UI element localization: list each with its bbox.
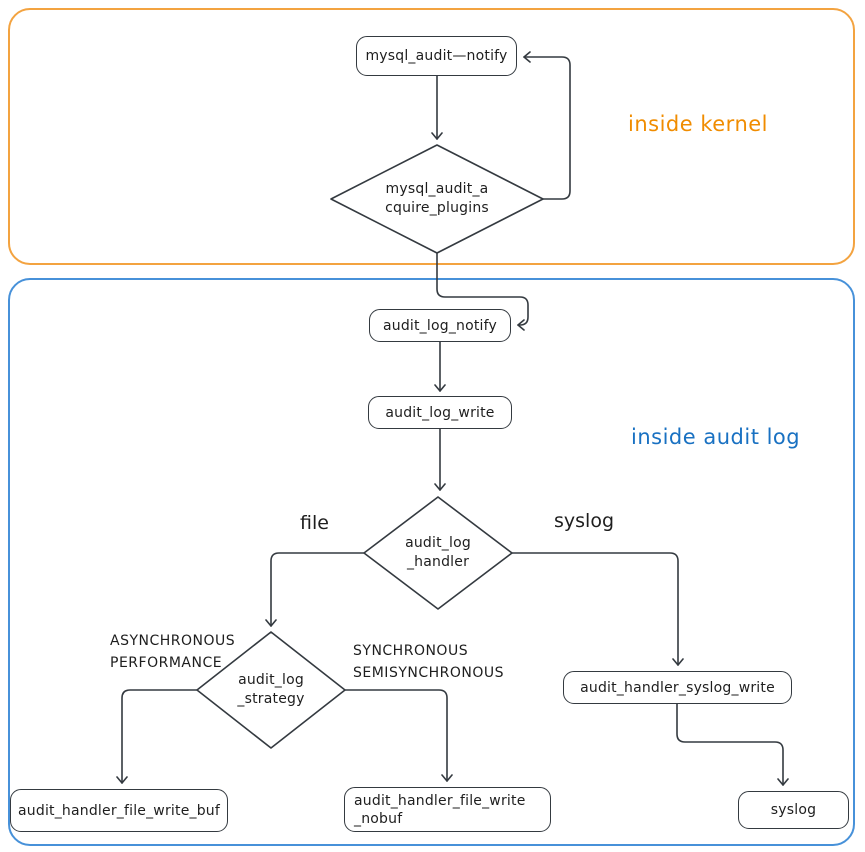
node-syslog-label: syslog bbox=[770, 802, 817, 818]
edge-handler-to-syslog-write bbox=[511, 552, 684, 666]
node-audit-handler-file-write-nobuf-line1: audit_handler_file_write bbox=[354, 792, 526, 809]
node-audit-log-handler-line1: audit_log bbox=[405, 535, 471, 551]
edge-label-performance: PERFORMANCE bbox=[110, 655, 223, 671]
edge-label-asynchronous: ASYNCHRONOUS bbox=[110, 633, 236, 649]
node-audit-handler-file-write-nobuf: audit_handler_file_write _nobuf bbox=[344, 787, 551, 832]
edge-acquire-to-audit-log-notify bbox=[436, 252, 529, 331]
node-mysql-audit-acquire-plugins: mysql_audit_a cquire_plugins bbox=[337, 160, 537, 238]
node-mysql-audit-notify-label: mysql_audit—notify bbox=[365, 48, 508, 64]
edge-handler-to-strategy-file bbox=[265, 552, 365, 627]
region-inside-audit-log bbox=[8, 278, 855, 846]
node-audit-handler-syslog-write: audit_handler_syslog_write bbox=[563, 671, 792, 704]
node-audit-log-write: audit_log_write bbox=[368, 396, 512, 429]
node-syslog: syslog bbox=[738, 791, 849, 829]
node-audit-handler-file-write-buf: audit_handler_file_write_buf bbox=[10, 789, 228, 832]
edge-label-synchronous-semisynchronous: SYNCHRONOUS SEMISYNCHRONOUS bbox=[353, 640, 504, 684]
node-audit-log-notify: audit_log_notify bbox=[369, 309, 511, 342]
edge-label-synchronous: SYNCHRONOUS bbox=[353, 643, 469, 659]
region-inside-kernel bbox=[8, 8, 855, 265]
region-label-inside-kernel: inside kernel bbox=[628, 112, 769, 136]
node-audit-log-notify-label: audit_log_notify bbox=[382, 317, 498, 334]
node-mysql-audit-acquire-plugins-line2: cquire_plugins bbox=[385, 200, 489, 216]
edge-acquire-loop-to-mysql-notify bbox=[523, 51, 571, 200]
node-audit-log-strategy-line2: _strategy bbox=[237, 691, 305, 707]
node-audit-log-handler-shape bbox=[363, 496, 513, 610]
node-audit-log-strategy-shape bbox=[196, 631, 346, 749]
edge-strategy-to-file-write-buf bbox=[116, 689, 198, 784]
edge-label-file: file bbox=[300, 512, 329, 534]
edge-strategy-to-file-write-nobuf bbox=[344, 689, 453, 782]
edge-label-syslog: syslog bbox=[554, 510, 615, 532]
node-mysql-audit-notify: mysql_audit—notify bbox=[356, 36, 517, 76]
node-audit-log-strategy-line1: audit_log bbox=[238, 672, 304, 688]
node-audit-handler-syslog-write-label: audit_handler_syslog_write bbox=[580, 679, 775, 696]
node-mysql-audit-acquire-plugins-line1: mysql_audit_a bbox=[385, 181, 489, 197]
edge-label-semisynchronous: SEMISYNCHRONOUS bbox=[353, 665, 505, 681]
node-audit-log-write-label: audit_log_write bbox=[385, 404, 495, 421]
node-audit-log-handler: audit_log _handler bbox=[338, 515, 538, 591]
node-audit-handler-file-write-nobuf-line2: _nobuf bbox=[354, 810, 403, 827]
node-audit-handler-file-write-buf-label: audit_handler_file_write_buf bbox=[18, 802, 220, 819]
node-audit-log-handler-line2: _handler bbox=[406, 554, 470, 570]
region-label-inside-audit-log: inside audit log bbox=[631, 425, 801, 449]
edge-syslog-write-to-syslog bbox=[676, 703, 789, 786]
node-audit-log-strategy: audit_log _strategy bbox=[171, 652, 371, 728]
edge-label-asynchronous-performance: ASYNCHRONOUS PERFORMANCE bbox=[110, 630, 235, 674]
